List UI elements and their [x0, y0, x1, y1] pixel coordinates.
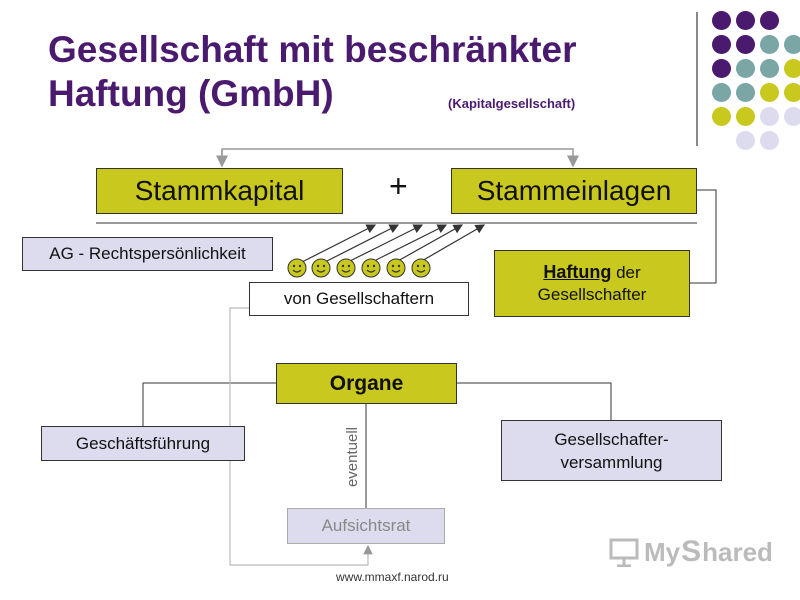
watermark-text-hared: hared	[702, 536, 773, 567]
ag-rechtspersoenlichkeit-box: AG - Rechtspersönlichkeit	[22, 237, 273, 271]
organe-box: Organe	[276, 363, 457, 404]
smiley-icon	[336, 258, 356, 278]
stammeinlagen-box: Stammeinlagen	[451, 168, 697, 214]
watermark-text-my: My	[644, 536, 681, 567]
page-title: Gesellschaft mit beschränkter Haftung (G…	[48, 29, 577, 114]
watermark-s-letter: S	[681, 535, 702, 568]
haftung-box: Haftung der Gesellschafter	[494, 250, 690, 317]
geschaeftsfuehrung-box: Geschäftsführung	[41, 426, 245, 461]
haftung-label: Haftung	[543, 262, 612, 282]
plus-sign: +	[389, 168, 408, 204]
gesellschafterversammlung-box: Gesellschafter-versammlung	[501, 420, 722, 481]
haftung-rest-label: der Gesellschafter	[537, 263, 647, 304]
eventuell-label: eventuell	[344, 426, 361, 488]
smiley-icon	[386, 258, 406, 278]
myshared-watermark: My S hared	[608, 535, 773, 569]
smiley-icon	[311, 258, 331, 278]
stammkapital-box: Stammkapital	[96, 168, 343, 214]
von-gesellschaftern-box: von Gesellschaftern	[249, 282, 469, 316]
footer-url: www.mmaxf.narod.ru	[336, 570, 449, 584]
page-subtitle: (Kapitalgesellschaft)	[448, 96, 576, 111]
smiley-icon	[411, 258, 431, 278]
aufsichtsrat-box: Aufsichtsrat	[287, 508, 445, 544]
presentation-board-icon	[609, 538, 639, 567]
smiley-icon	[361, 258, 381, 278]
smiley-icon	[287, 258, 307, 278]
